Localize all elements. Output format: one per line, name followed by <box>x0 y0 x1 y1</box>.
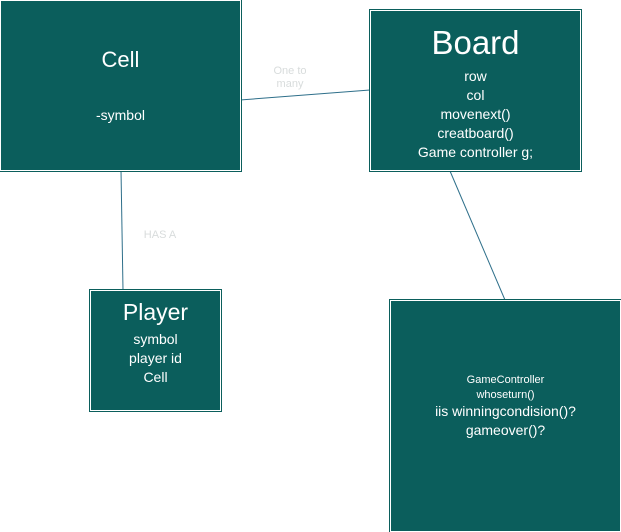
cell-board-connector <box>239 89 371 101</box>
gamecontroller-class-title: GameController <box>466 374 545 386</box>
cell-player-label: HAS A <box>143 229 177 241</box>
gamecontroller-methods: iis winningcondision()? gameover()? <box>391 402 620 440</box>
gamecontroller-method-gameover: gameover()? <box>465 422 546 438</box>
gamecontroller-class-box[interactable]: GameController whoseturn() iis winningco… <box>389 299 621 532</box>
cell-class-box[interactable]: Cell -symbol <box>0 0 242 172</box>
gamecontroller-method-whoseturn: whoseturn() <box>476 389 535 401</box>
board-class-title: Board <box>431 24 520 61</box>
cell-class-title: Cell <box>101 47 140 72</box>
player-attributes: symbol player id Cell <box>91 330 220 387</box>
board-gamecontroller-connector <box>449 170 506 301</box>
cell-board-label: One to many <box>262 65 318 91</box>
board-method-creatboard: creatboard() <box>437 125 514 141</box>
gamecontroller-header: GameController whoseturn() <box>391 373 620 403</box>
cell-player-connector <box>120 169 124 291</box>
board-method-movenext: movenext() <box>440 106 511 122</box>
cell-board-label-line1: One to <box>273 65 307 77</box>
board-attribute-row: row <box>464 68 487 84</box>
board-class-box[interactable]: Board row col movenext() creatboard() Ga… <box>369 9 582 172</box>
player-class-title: Player <box>122 299 189 325</box>
board-attribute-game-controller: Game controller g; <box>417 144 534 160</box>
gamecontroller-method-winningcondision: iis winningcondision()? <box>435 403 576 419</box>
player-class-box[interactable]: Player symbol player id Cell <box>89 289 222 412</box>
board-attribute-col: col <box>466 87 485 103</box>
player-attribute-symbol: symbol <box>133 331 178 347</box>
cell-attribute-symbol: -symbol <box>95 107 145 123</box>
board-attributes: row col movenext() creatboard() Game con… <box>371 67 580 162</box>
player-attribute-player-id: player id <box>129 350 182 366</box>
cell-board-label-line2: many <box>276 78 304 90</box>
player-attribute-cell: Cell <box>143 369 168 385</box>
